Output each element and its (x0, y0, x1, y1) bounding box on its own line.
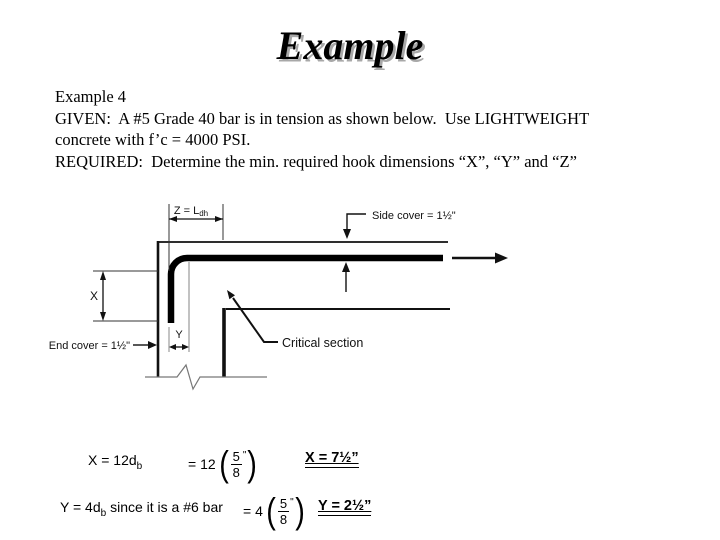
close-paren: ) (247, 443, 258, 484)
eq-y-result: Y = 2½” (318, 498, 372, 516)
fraction: 5 8 (230, 448, 242, 480)
equation-row-x: X = 12db = 12 ( 5 8 " ) X = 7½” (0, 440, 720, 490)
end-cover-callout: End cover = 1½" (49, 340, 157, 352)
intro-line-2: GIVEN: A #5 Grade 40 bar is in tension a… (55, 108, 590, 128)
eq-x-expression: = 12 ( 5 8 " ) (188, 443, 258, 484)
tension-arrow (452, 252, 508, 264)
side-cover-label: Side cover = 1½" (372, 210, 456, 222)
open-paren: ( (218, 443, 229, 484)
fraction: 5 8 (277, 495, 290, 527)
y-dimension: Y (168, 262, 190, 352)
break-line (145, 363, 267, 391)
critical-section-callout: Critical section (227, 290, 363, 350)
eq-y-expression: = 4 ( 5 8 " ) (243, 490, 305, 531)
rebar (167, 254, 443, 323)
z-dimension: Z = Ldh (168, 204, 224, 271)
equation-row-y: Y = 4db since it is a #6 bar = 4 ( 5 8 "… (0, 487, 720, 537)
x-dimension: X (90, 270, 158, 322)
eq-y-lhs: Y = 4db since it is a #6 bar (60, 499, 223, 519)
page-title: Example (276, 23, 424, 68)
x-dimension-label: X (90, 289, 98, 303)
bar-underside-arrow (342, 262, 350, 292)
eq-x-result: X = 7½” (305, 450, 359, 468)
eq-x-lhs: X = 12db (88, 452, 143, 472)
inch-mark: " (242, 450, 247, 461)
end-cover-label: End cover = 1½" (49, 340, 130, 352)
intro-line-4: REQUIRED: Determine the min. required ho… (55, 151, 577, 171)
inch-mark: " (290, 497, 294, 508)
y-dimension-label: Y (175, 329, 183, 341)
intro-line-1: Example 4 (55, 87, 127, 106)
intro-line-3: concrete with f’c = 4000 PSI. (55, 130, 251, 149)
critical-section-label: Critical section (282, 336, 363, 350)
concrete-outline (156, 241, 450, 377)
side-cover-callout: Side cover = 1½" (343, 210, 456, 239)
z-dimension-label: Z = Ldh (174, 205, 208, 218)
close-paren: ) (294, 490, 305, 531)
intro-text: Example 4 GIVEN: A #5 Grade 40 bar is in… (55, 86, 705, 172)
open-paren: ( (266, 490, 276, 531)
